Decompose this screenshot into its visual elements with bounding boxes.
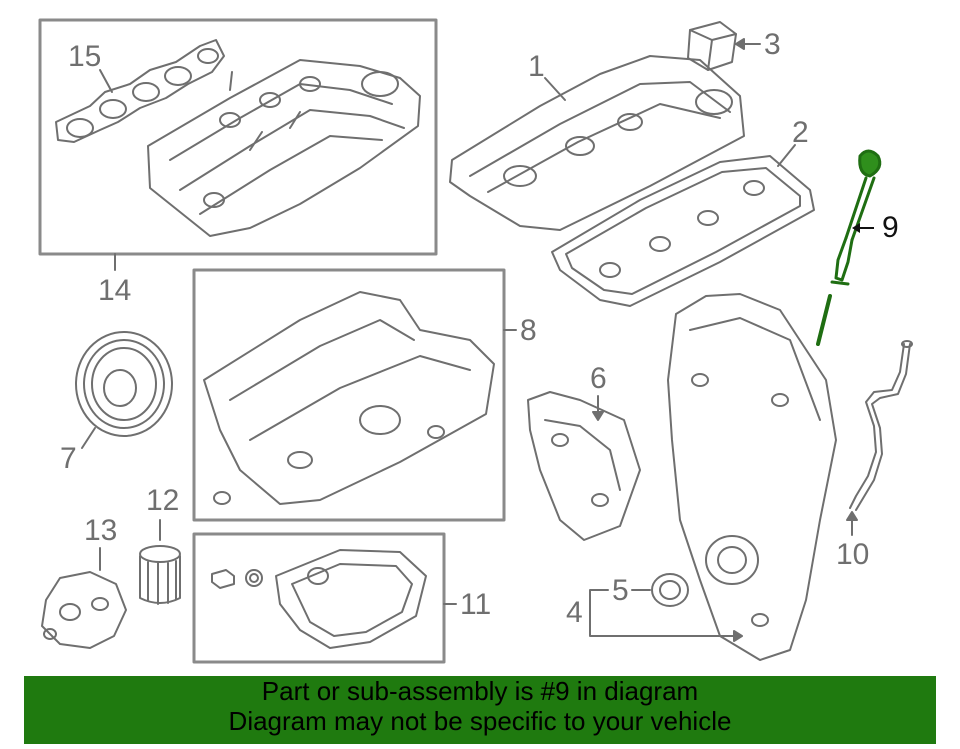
timing-chain-cover: [667, 293, 837, 661]
dipstick-tube: [849, 340, 913, 511]
oil-filter: [139, 545, 181, 605]
callout-12: 12: [146, 484, 180, 517]
front-cover-small: [527, 391, 641, 541]
callout-14: 14: [98, 274, 132, 307]
intake-manifold: [147, 59, 421, 237]
callout-13: 13: [84, 514, 118, 547]
intake-manifold-box: [38, 18, 438, 256]
callout-2: 2: [792, 116, 809, 149]
oil-filler-cap: [687, 21, 737, 71]
upper-oil-pan-box: [192, 268, 506, 522]
callout-6: 6: [590, 362, 607, 395]
lower-oil-pan-box: [192, 532, 446, 664]
lower-oil-pan: [275, 549, 427, 649]
callout-3: 3: [764, 28, 781, 61]
crankshaft-pulley: [75, 331, 173, 437]
callout-10: 10: [836, 538, 870, 571]
valve-cover-gasket: [551, 155, 815, 307]
front-crank-seal: [651, 573, 689, 607]
vehicle-notice-banner: Part or sub-assembly is #9 in diagram Di…: [24, 676, 936, 744]
banner-line-2: Diagram may not be specific to your vehi…: [228, 706, 732, 736]
oil-pump: [41, 571, 127, 649]
callout-4: 4: [566, 596, 583, 629]
callout-8: 8: [520, 314, 537, 347]
valve-cover: [449, 55, 745, 231]
intake-gasket: [55, 39, 225, 143]
callout-5: 5: [612, 574, 629, 607]
callout-7: 7: [60, 442, 77, 475]
upper-oil-pan: [203, 291, 495, 505]
drain-plug: [211, 569, 263, 589]
callout-9: 9: [882, 211, 899, 244]
callout-11: 11: [460, 588, 492, 621]
banner-line-1: Part or sub-assembly is #9 in diagram: [261, 676, 699, 706]
oil-dipstick-highlighted: [816, 149, 882, 346]
callout-15: 15: [68, 40, 102, 73]
callout-1: 1: [528, 50, 545, 83]
